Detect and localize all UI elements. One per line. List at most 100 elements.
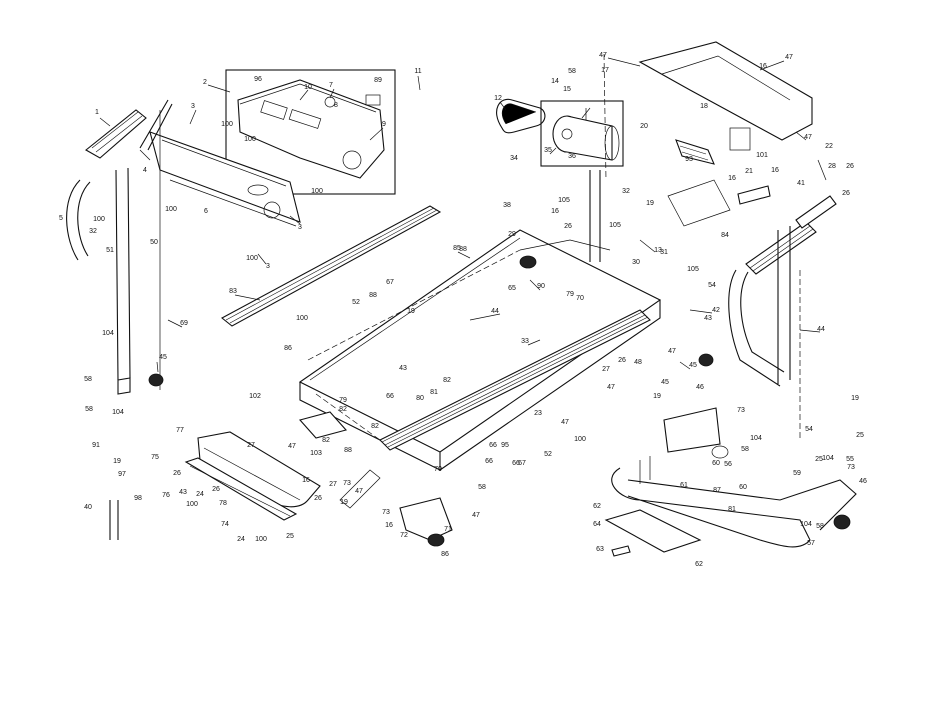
part-callout: 47: [472, 512, 480, 519]
part-callout: 100: [186, 501, 198, 508]
part-callout: 77: [176, 427, 184, 434]
part-callout: 20: [640, 123, 648, 130]
part-callout: 2: [203, 79, 207, 86]
part-callout: 26: [564, 223, 572, 230]
motor-bracket-parts: [589, 53, 771, 262]
part-callout: 105: [609, 222, 621, 229]
part-callout: 15: [563, 86, 571, 93]
part-callout: 58: [84, 376, 92, 383]
part-callout: 40: [84, 504, 92, 511]
part-callout: 88: [459, 246, 467, 253]
part-callout: 82: [371, 423, 379, 430]
part-callout: 27: [247, 442, 255, 449]
part-callout: 47: [607, 384, 615, 391]
part-callout: 36: [568, 153, 576, 160]
part-callout: 91: [92, 442, 100, 449]
part-callout: 47: [804, 134, 812, 141]
part-callout: 47: [599, 52, 607, 59]
part-number-callouts: 1233345678910111213141516161616161617181…: [59, 52, 867, 568]
part-callout: 67: [518, 460, 526, 467]
part-callout: 81: [728, 506, 736, 513]
part-callout: 104: [822, 455, 834, 462]
part-callout: 104: [102, 330, 114, 337]
part-callout: 93: [685, 156, 693, 163]
part-callout: 32: [89, 228, 97, 235]
part-callout: 88: [344, 447, 352, 454]
part-callout: 100: [296, 315, 308, 322]
part-callout: 45: [661, 379, 669, 386]
part-callout: 102: [249, 393, 261, 400]
part-callout: 14: [551, 78, 559, 85]
part-callout: 87: [713, 487, 721, 494]
part-callout: 26: [314, 495, 322, 502]
part-callout: 47: [785, 54, 793, 61]
part-callout: 46: [696, 384, 704, 391]
part-callout: 24: [237, 536, 245, 543]
part-callout: 100: [93, 216, 105, 223]
part-callout: 95: [501, 442, 509, 449]
part-callout: 100: [246, 255, 258, 262]
part-callout: 16: [302, 477, 310, 484]
part-callout: 43: [399, 365, 407, 372]
part-callout: 89: [374, 77, 382, 84]
part-callout: 58: [568, 68, 576, 75]
part-callout: 69: [180, 320, 188, 327]
side-rail-83: [221, 205, 442, 327]
part-callout: 66: [489, 442, 497, 449]
part-callout: 26: [173, 470, 181, 477]
part-callout: 70: [576, 295, 584, 302]
part-callout: 64: [593, 521, 601, 528]
part-callout: 58: [741, 446, 749, 453]
drive-belt: [496, 98, 546, 134]
part-callout: 4: [143, 167, 147, 174]
part-callout: 33: [521, 338, 529, 345]
part-callout: 82: [322, 437, 330, 444]
left-upright: [66, 99, 173, 395]
part-callout: 42: [712, 307, 720, 314]
part-callout: 18: [700, 103, 708, 110]
part-callout: 16: [385, 522, 393, 529]
part-callout: 100: [221, 121, 233, 128]
console-bar-assembly: [149, 131, 301, 227]
part-callout: 31: [660, 249, 668, 256]
part-callout: 79: [339, 397, 347, 404]
part-callout: 22: [825, 143, 833, 150]
part-callout: 82: [339, 406, 347, 413]
part-callout: 19: [340, 499, 348, 506]
main-frame-deck: [298, 229, 662, 471]
part-callout: 73: [847, 464, 855, 471]
part-callout: 100: [244, 136, 256, 143]
part-callout: 12: [494, 95, 502, 102]
part-callout: 90: [537, 283, 545, 290]
part-callout: 19: [113, 458, 121, 465]
part-callout: 60: [739, 484, 747, 491]
part-callout: 55: [846, 456, 854, 463]
part-callout: 96: [254, 76, 262, 83]
part-callout: 26: [842, 190, 850, 197]
part-callout: 62: [695, 561, 703, 568]
part-callout: 21: [745, 168, 753, 175]
part-callout: 44: [817, 326, 825, 333]
part-callout: 25: [286, 533, 294, 540]
part-callout: 100: [574, 436, 586, 443]
part-callout: 16: [771, 167, 779, 174]
part-callout: 61: [680, 482, 688, 489]
part-callout: 25: [815, 456, 823, 463]
part-callout: 100: [165, 206, 177, 213]
part-callout: 52: [352, 299, 360, 306]
part-callout: 103: [310, 450, 322, 457]
part-callout: 41: [797, 180, 805, 187]
part-callout: 104: [800, 521, 812, 528]
part-callout: 45: [689, 362, 697, 369]
part-callout: 19: [851, 395, 859, 402]
part-callout: 73: [382, 509, 390, 516]
part-callout: 8: [334, 102, 338, 109]
part-callout: 34: [510, 155, 518, 162]
part-callout: 45: [159, 354, 167, 361]
part-callout: 16: [551, 208, 559, 215]
part-callout: 79: [566, 291, 574, 298]
part-callout: 47: [288, 443, 296, 450]
part-callout: 58: [85, 406, 93, 413]
part-callout: 73: [343, 480, 351, 487]
